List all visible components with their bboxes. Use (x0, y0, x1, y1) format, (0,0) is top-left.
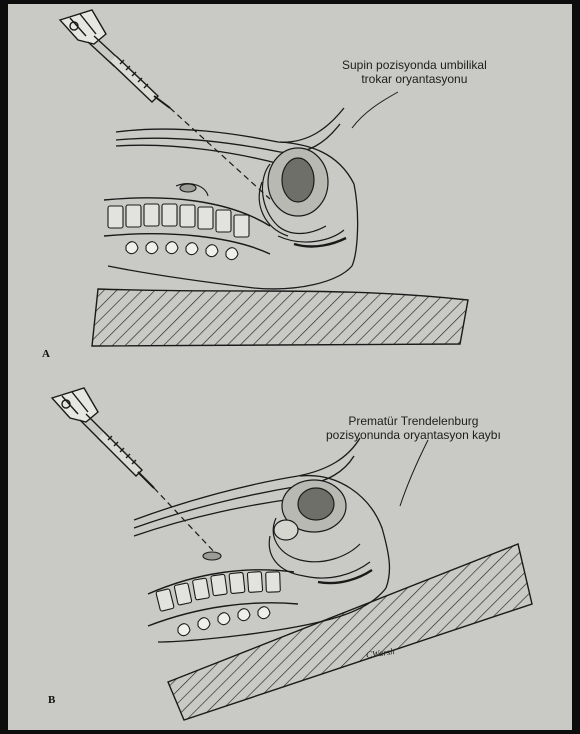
leader-line-b (400, 440, 428, 506)
spine-b (148, 552, 298, 636)
panel-b-caption: Prematür Trendelenburg pozisyonunda orya… (326, 414, 501, 442)
table-surface (92, 289, 468, 346)
trocar-a (60, 10, 170, 108)
leader-line-a (352, 92, 398, 128)
panel-a-label: A (42, 348, 50, 360)
panel-a-caption-line2: trokar oryantasyonu (342, 72, 487, 86)
panel-b-caption-line2: pozisyonunda oryantasyon kaybı (326, 428, 501, 442)
spine-a (104, 184, 270, 260)
panel-a-caption: Supin pozisyonda umbilikal trokar oryant… (342, 58, 487, 86)
trocar-trajectory-b (154, 488, 218, 556)
illustration-plate: Supin pozisyonda umbilikal trokar oryant… (8, 4, 572, 730)
pelvic-organs-b (269, 480, 372, 583)
tilted-table-surface (168, 544, 532, 720)
panel-a-caption-line1: Supin pozisyonda umbilikal (342, 58, 487, 72)
panel-a-drawing (8, 4, 572, 364)
panel-b-label: B (48, 694, 55, 706)
pelvic-organs-a (259, 148, 346, 246)
trocar-b (52, 388, 154, 488)
panel-b-caption-line1: Prematür Trendelenburg (326, 414, 501, 428)
